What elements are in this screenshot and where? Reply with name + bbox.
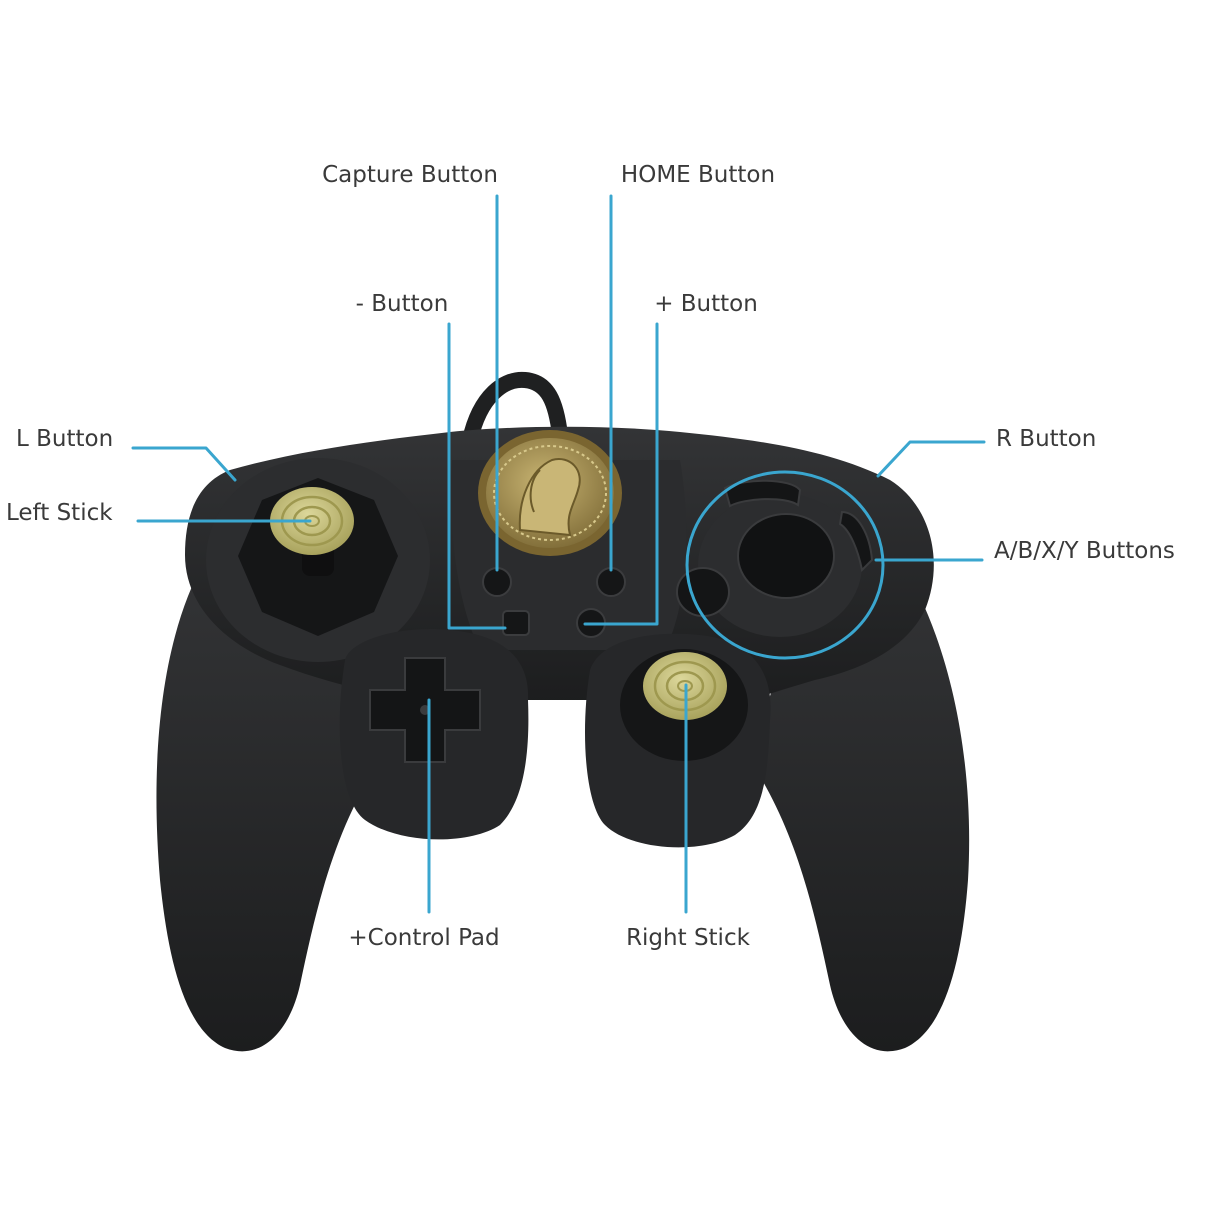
- callout-labels: Capture Button HOME Button - Button + Bu…: [6, 162, 1175, 951]
- capture-button-label: Capture Button: [322, 162, 498, 188]
- emblem-icon: [478, 430, 622, 556]
- left-stick-label: Left Stick: [6, 500, 113, 526]
- l-button-label: L Button: [16, 426, 113, 452]
- controller-image: [156, 371, 970, 1052]
- controller-cable: [462, 371, 568, 448]
- right-stick-label: Right Stick: [626, 925, 751, 951]
- l-button-leader: [131, 446, 237, 482]
- plus-button-label: + Button: [654, 291, 758, 317]
- r-button-label: R Button: [996, 426, 1096, 452]
- control-pad-label: +Control Pad: [348, 925, 499, 951]
- abxy-cluster-icon: [676, 479, 874, 637]
- home-button-label: HOME Button: [621, 162, 775, 188]
- abxy-buttons-label: A/B/X/Y Buttons: [994, 538, 1175, 564]
- minus-button-label: - Button: [356, 291, 449, 317]
- home-button-graphic: [596, 567, 626, 597]
- capture-button-graphic: [482, 567, 512, 597]
- minus-leader: [447, 322, 507, 630]
- plus-leader: [583, 322, 659, 626]
- leader-lines: [131, 194, 986, 914]
- minus-button-graphic: [502, 610, 530, 636]
- abxy-highlight-ring: [685, 470, 885, 660]
- left-grip: [156, 560, 380, 1052]
- r-button-leader: [876, 440, 986, 478]
